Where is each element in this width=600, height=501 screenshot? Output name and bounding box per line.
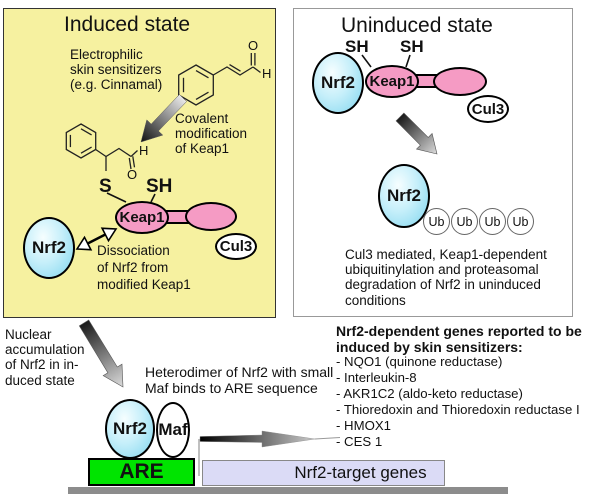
keap1-label: Keap1: [119, 209, 165, 226]
sensitizers-label: Electrophilic skin sensitizers (e.g. Cin…: [70, 47, 163, 93]
gene-item: - NQO1 (quinone reductase): [336, 354, 503, 369]
gene-list: - NQO1 (quinone reductase) - Interleukin…: [336, 354, 580, 451]
keap1-dimer-partner-oval-uninduced: [433, 67, 487, 96]
ub-label: Ub: [428, 214, 445, 229]
ub-label: Ub: [484, 214, 501, 229]
uninduced-panel-title: Uninduced state: [341, 14, 493, 37]
nrf2-label: Nrf2: [320, 73, 355, 92]
transcription-arrow: [199, 430, 316, 448]
keap1-dimer-connector: [166, 210, 190, 224]
ubiquitin-circle-4: Ub: [507, 208, 534, 235]
nrf2-label: Nrf2: [112, 419, 147, 438]
are-sequence-box: ARE: [88, 458, 195, 486]
covalent-modification-label: Covalent modification of Keap1: [175, 111, 248, 157]
gene-item: - CES 1: [336, 434, 383, 450]
maf-label: Maf: [158, 420, 188, 439]
target-genes-label: Nrf2-target genes: [294, 463, 427, 482]
are-label: ARE: [119, 460, 164, 483]
cul3-label: Cul3: [219, 238, 253, 255]
keap1-label: Keap1: [369, 73, 415, 90]
nuclear-accumulation-label: Nuclear accumulation of Nrf2 in in- duce…: [5, 327, 85, 388]
gene-item: - Thioredoxin and Thioredoxin reductase …: [336, 402, 580, 418]
dissociation-label: Dissociation of Nrf2 from modified Keap1: [97, 243, 191, 292]
nrf2-label: Nrf2: [386, 186, 421, 205]
nrf2-label: Nrf2: [31, 238, 66, 257]
nrf2-oval-uninduced: Nrf2: [312, 52, 364, 114]
gene-item: - AKR1C2 (aldo-keto reductase): [336, 386, 523, 402]
keap1-oval-uninduced: Keap1: [365, 65, 419, 98]
gene-list-heading: Nrf2-dependent genes reported to be indu…: [336, 323, 582, 355]
keap1-oval-induced: Keap1: [115, 201, 169, 234]
ub-label: Ub: [512, 214, 529, 229]
gene-item: - HMOX1: [336, 418, 391, 434]
cul3-oval-uninduced: Cul3: [467, 95, 509, 123]
nrf2-oval-induced: Nrf2: [23, 217, 75, 279]
nrf2-oval-degraded: Nrf2: [378, 164, 430, 228]
cul3-oval-induced: Cul3: [215, 233, 257, 260]
nuclear-accumulation-arrow: [78, 319, 124, 388]
gene-item: - Interleukin-8: [336, 370, 417, 386]
induced-panel-title: Induced state: [64, 13, 191, 36]
maf-oval: Maf: [156, 402, 190, 458]
ubiquitin-circle-1: Ub: [423, 208, 450, 235]
heterodimer-label: Heterodimer of Nrf2 with small Maf binds…: [145, 364, 334, 396]
ub-label: Ub: [456, 214, 473, 229]
nrf2-target-genes-box: Nrf2-target genes: [202, 460, 445, 486]
dna-strand-bar: [68, 487, 508, 494]
ubiquitin-circle-3: Ub: [479, 208, 506, 235]
keap1-dimer-partner-oval-induced: [185, 202, 237, 231]
ubiquitin-circle-2: Ub: [451, 208, 478, 235]
nrf2-oval-nucleus: Nrf2: [105, 399, 155, 459]
ubiquitinylation-caption: Cul3 mediated, Keap1-dependent ubiquitin…: [345, 247, 547, 308]
cul3-label: Cul3: [471, 100, 505, 118]
